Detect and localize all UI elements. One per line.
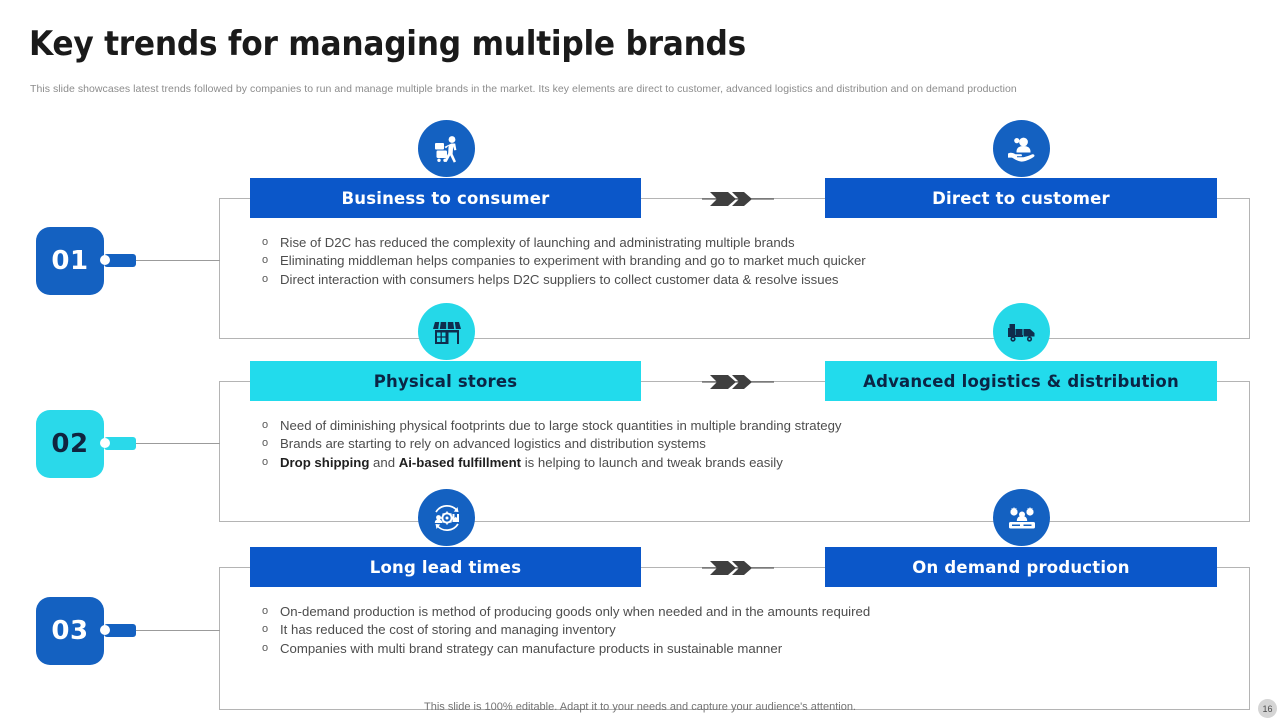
footer-note: This slide is 100% editable. Adapt it to… [424, 701, 856, 713]
step-number: 02 [36, 410, 104, 478]
badge-connector-stub [104, 437, 136, 450]
list-item: o Need of diminishing physical footprint… [262, 417, 1222, 435]
bullet-text: Rise of D2C has reduced the complexity o… [280, 235, 795, 250]
bullet-marker: o [262, 623, 269, 636]
badge-connector-line [136, 260, 220, 261]
list-item: o Eliminating middleman helps companies … [262, 252, 1222, 270]
bullet-text: It has reduced the cost of storing and m… [280, 622, 616, 638]
bullet-marker: o [262, 437, 269, 450]
bullet-text: Brands are starting to rely on advanced … [280, 436, 706, 452]
page-title: Key trends for managing multiple brands [29, 24, 747, 64]
bar-title-right: On demand production [825, 547, 1217, 587]
content-panel [219, 198, 1250, 339]
step-badge-03: 03 [36, 597, 220, 665]
list-item: o It has reduced the cost of storing and… [262, 621, 1222, 639]
delivery-truck-icon [993, 303, 1050, 360]
bullet-text: Companies with multi brand strategy can … [280, 640, 783, 656]
bullet-text: Drop shipping and Ai-based fulfillment i… [280, 454, 783, 470]
bullet-list: o Rise of D2C has reduced the complexity… [262, 234, 1222, 289]
badge-connector-dot [100, 255, 110, 265]
step-badge-01: 01 [36, 227, 220, 295]
list-item: o Drop shipping and Ai-based fulfillment… [262, 454, 1222, 472]
bullet-marker: o [262, 455, 269, 468]
bar-title-right: Direct to customer [825, 178, 1217, 218]
bullet-text: Direct interaction with consumers helps … [280, 271, 839, 287]
bullet-marker: o [262, 419, 269, 431]
step-number: 03 [36, 597, 104, 665]
arrow-right-icon [702, 371, 774, 393]
page-subtitle: This slide showcases latest trends follo… [30, 83, 1017, 95]
list-item: o Brands are starting to rely on advance… [262, 435, 1222, 453]
storefront-icon [418, 303, 475, 360]
arrow-right-icon [702, 188, 774, 210]
bullet-text: Eliminating middleman helps companies to… [280, 253, 866, 269]
bullet-text: On-demand production is method of produc… [280, 604, 871, 619]
hand-holding-customer-icon [993, 120, 1050, 177]
bullet-marker: o [262, 236, 269, 248]
badge-connector-stub [104, 254, 136, 267]
list-item: o Companies with multi brand strategy ca… [262, 640, 1222, 658]
badge-connector-stub [104, 624, 136, 637]
bar-title-left: Physical stores [250, 361, 641, 401]
bullet-marker: o [262, 272, 269, 285]
factory-production-icon [993, 489, 1050, 546]
bullet-marker: o [262, 254, 269, 267]
bullet-text: Need of diminishing physical footprints … [280, 418, 842, 433]
arrow-right-icon [702, 557, 774, 579]
bar-title-left: Long lead times [250, 547, 641, 587]
bullet-list: o Need of diminishing physical footprint… [262, 417, 1222, 472]
list-item: o Direct interaction with consumers help… [262, 271, 1222, 289]
step-number: 01 [36, 227, 104, 295]
bullet-marker: o [262, 641, 269, 654]
badge-connector-dot [100, 625, 110, 635]
bullet-list: o On-demand production is method of prod… [262, 603, 1222, 658]
badge-connector-line [136, 630, 220, 631]
shopping-cart-person-icon [418, 120, 475, 177]
content-panel [219, 567, 1250, 710]
bar-title-left: Business to consumer [250, 178, 641, 218]
list-item: o Rise of D2C has reduced the complexity… [262, 234, 1222, 252]
bar-title-right: Advanced logistics & distribution [825, 361, 1217, 401]
badge-connector-dot [100, 438, 110, 448]
bullet-marker: o [262, 605, 269, 617]
step-badge-02: 02 [36, 410, 220, 478]
process-cycle-icon [418, 489, 475, 546]
content-panel [219, 381, 1250, 522]
list-item: o On-demand production is method of prod… [262, 603, 1222, 621]
badge-connector-line [136, 443, 220, 444]
page-number-badge: 16 [1258, 699, 1277, 718]
